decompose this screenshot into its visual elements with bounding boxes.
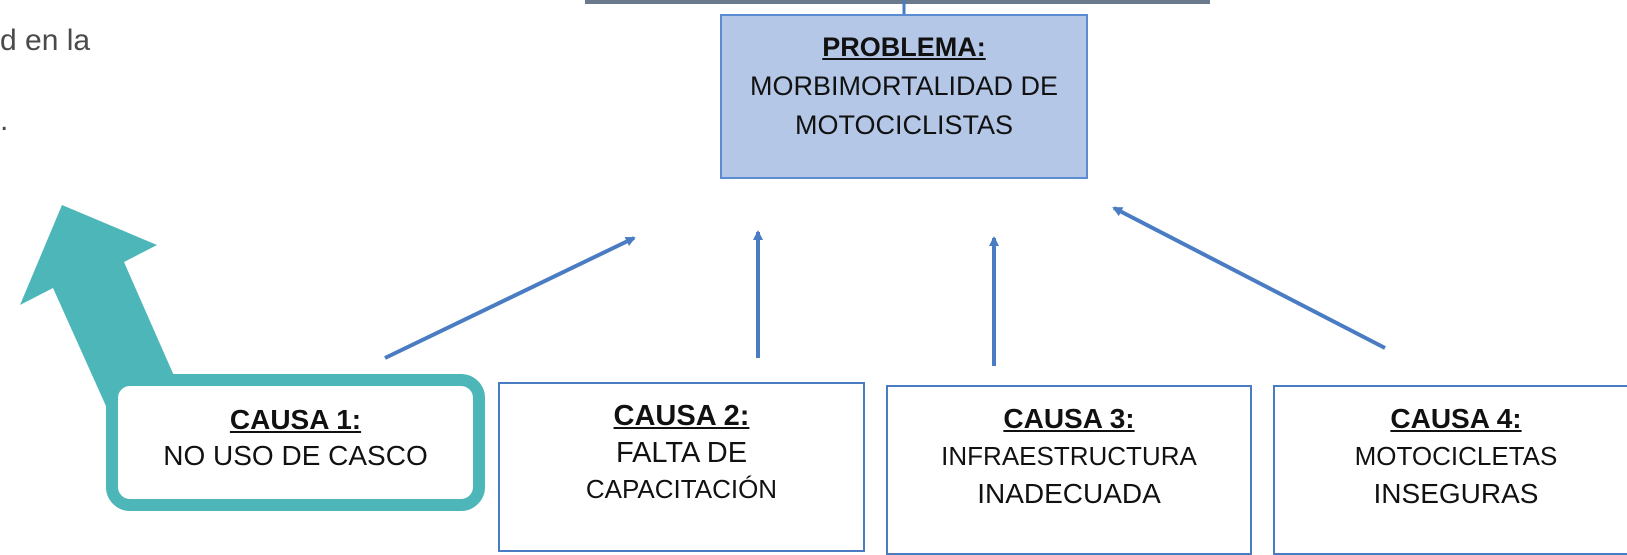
document-text-fragment-2: . <box>0 104 9 137</box>
problem-box: PROBLEMA: MORBIMORTALIDAD DE MOTOCICLIST… <box>720 14 1088 179</box>
cause-1-heading: CAUSA 1: <box>229 404 362 435</box>
cause-3-heading: CAUSA 3: <box>1003 403 1135 434</box>
cause-2-heading: CAUSA 2: <box>613 400 750 432</box>
cause-3-line-1: INFRAESTRUCTURA <box>941 441 1197 471</box>
cause-box-1: CAUSA 1: NO USO DE CASCO <box>124 392 467 493</box>
cause-box-2: CAUSA 2: FALTA DE CAPACITACIÓN <box>498 382 865 552</box>
cause-1-line-1: NO USO DE CASCO <box>163 440 428 471</box>
cause-4-line-2: INSEGURAS <box>1373 478 1539 509</box>
cause-4-line-1: MOTOCICLETAS <box>1354 441 1558 471</box>
problem-line-2: MOTOCICLISTAS <box>794 110 1014 140</box>
cause-box-3: CAUSA 3: INFRAESTRUCTURA INADECUADA <box>886 385 1252 555</box>
document-text-fragment-1: d en la <box>0 24 91 57</box>
arrow-cause-1 <box>384 236 636 360</box>
cause-box-4: CAUSA 4: MOTOCICLETAS INSEGURAS <box>1273 385 1627 555</box>
highlight-block-arrow <box>20 205 175 415</box>
cause-2-line-2: CAPACITACIÓN <box>585 474 778 504</box>
arrow-cause-4 <box>1112 206 1386 350</box>
cause-3-line-2: INADECUADA <box>977 478 1161 509</box>
cause-2-line-1: FALTA DE <box>615 437 748 469</box>
problem-line-1: MORBIMORTALIDAD DE <box>749 71 1059 101</box>
problem-heading: PROBLEMA: <box>822 32 986 62</box>
top-image-strip <box>585 0 1210 4</box>
highlight-frame <box>106 374 485 511</box>
cause-4-heading: CAUSA 4: <box>1390 403 1522 434</box>
